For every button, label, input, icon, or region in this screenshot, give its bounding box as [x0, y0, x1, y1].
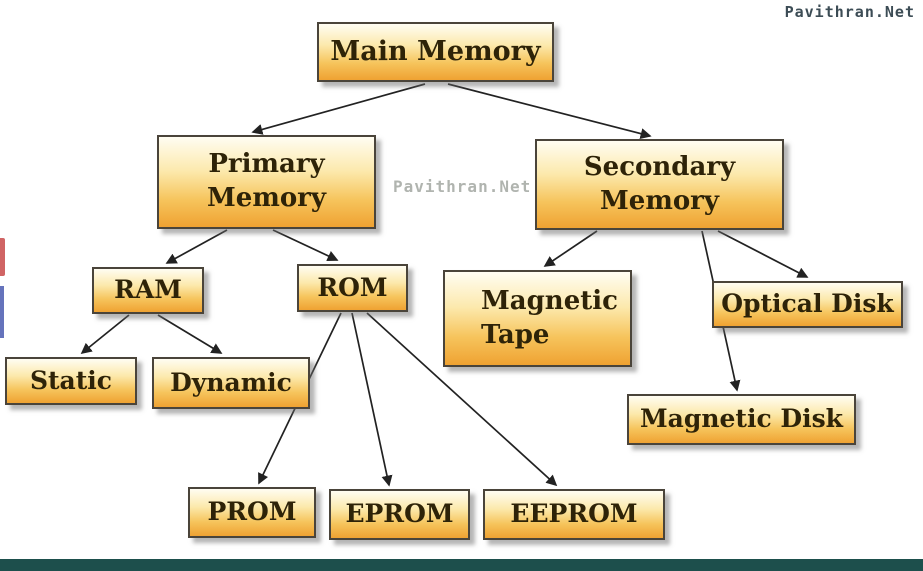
node-label: Main Memory: [330, 36, 541, 68]
node-label: Static: [29, 365, 113, 395]
node-label: Optical Disk: [721, 289, 894, 319]
node-rom: ROM: [297, 264, 408, 312]
edge-main-primary: [251, 83, 426, 135]
edge-ram-static: [80, 314, 130, 355]
edge-secondary-odisk: [717, 230, 809, 278]
edge-main-secondary: [447, 83, 652, 140]
left-edge-artifact-red: [0, 238, 5, 276]
node-label: Magnetic Tape: [481, 285, 618, 350]
node-label: Magnetic Disk: [640, 404, 843, 434]
node-prom: PROM: [188, 487, 316, 538]
bottom-bar: [0, 559, 923, 571]
edge-primary-ram: [165, 229, 228, 264]
node-label: Dynamic: [170, 367, 292, 397]
edge-secondary-mtape: [543, 230, 598, 267]
node-main-memory: Main Memory: [317, 22, 554, 82]
edge-ram-dynamic: [157, 314, 223, 354]
node-label: EEPROM: [510, 499, 638, 529]
node-label: Secondary Memory: [583, 151, 736, 216]
node-magnetic-tape: Magnetic Tape: [443, 270, 632, 367]
node-dynamic: Dynamic: [152, 357, 310, 409]
node-label: Primary Memory: [207, 149, 326, 213]
node-magnetic-disk: Magnetic Disk: [627, 394, 856, 445]
node-optical-disk: Optical Disk: [712, 281, 903, 328]
node-label: ROM: [317, 272, 388, 302]
left-edge-artifact: [0, 238, 5, 338]
node-ram: RAM: [92, 267, 204, 314]
node-eeprom: EEPROM: [483, 489, 665, 540]
edge-primary-rom: [272, 229, 339, 262]
node-label: EPROM: [345, 499, 454, 529]
watermark-top-right: Pavithran.Net: [784, 3, 915, 21]
node-label: RAM: [114, 275, 182, 305]
node-primary-memory: Primary Memory: [157, 135, 376, 229]
node-eprom: EPROM: [329, 489, 470, 540]
node-label: PROM: [207, 497, 297, 527]
left-edge-artifact-blue: [0, 286, 4, 338]
edge-rom-eprom: [351, 312, 393, 487]
watermark-center: Pavithran.Net: [393, 177, 532, 196]
node-static: Static: [5, 357, 137, 405]
node-secondary-memory: Secondary Memory: [535, 139, 784, 230]
